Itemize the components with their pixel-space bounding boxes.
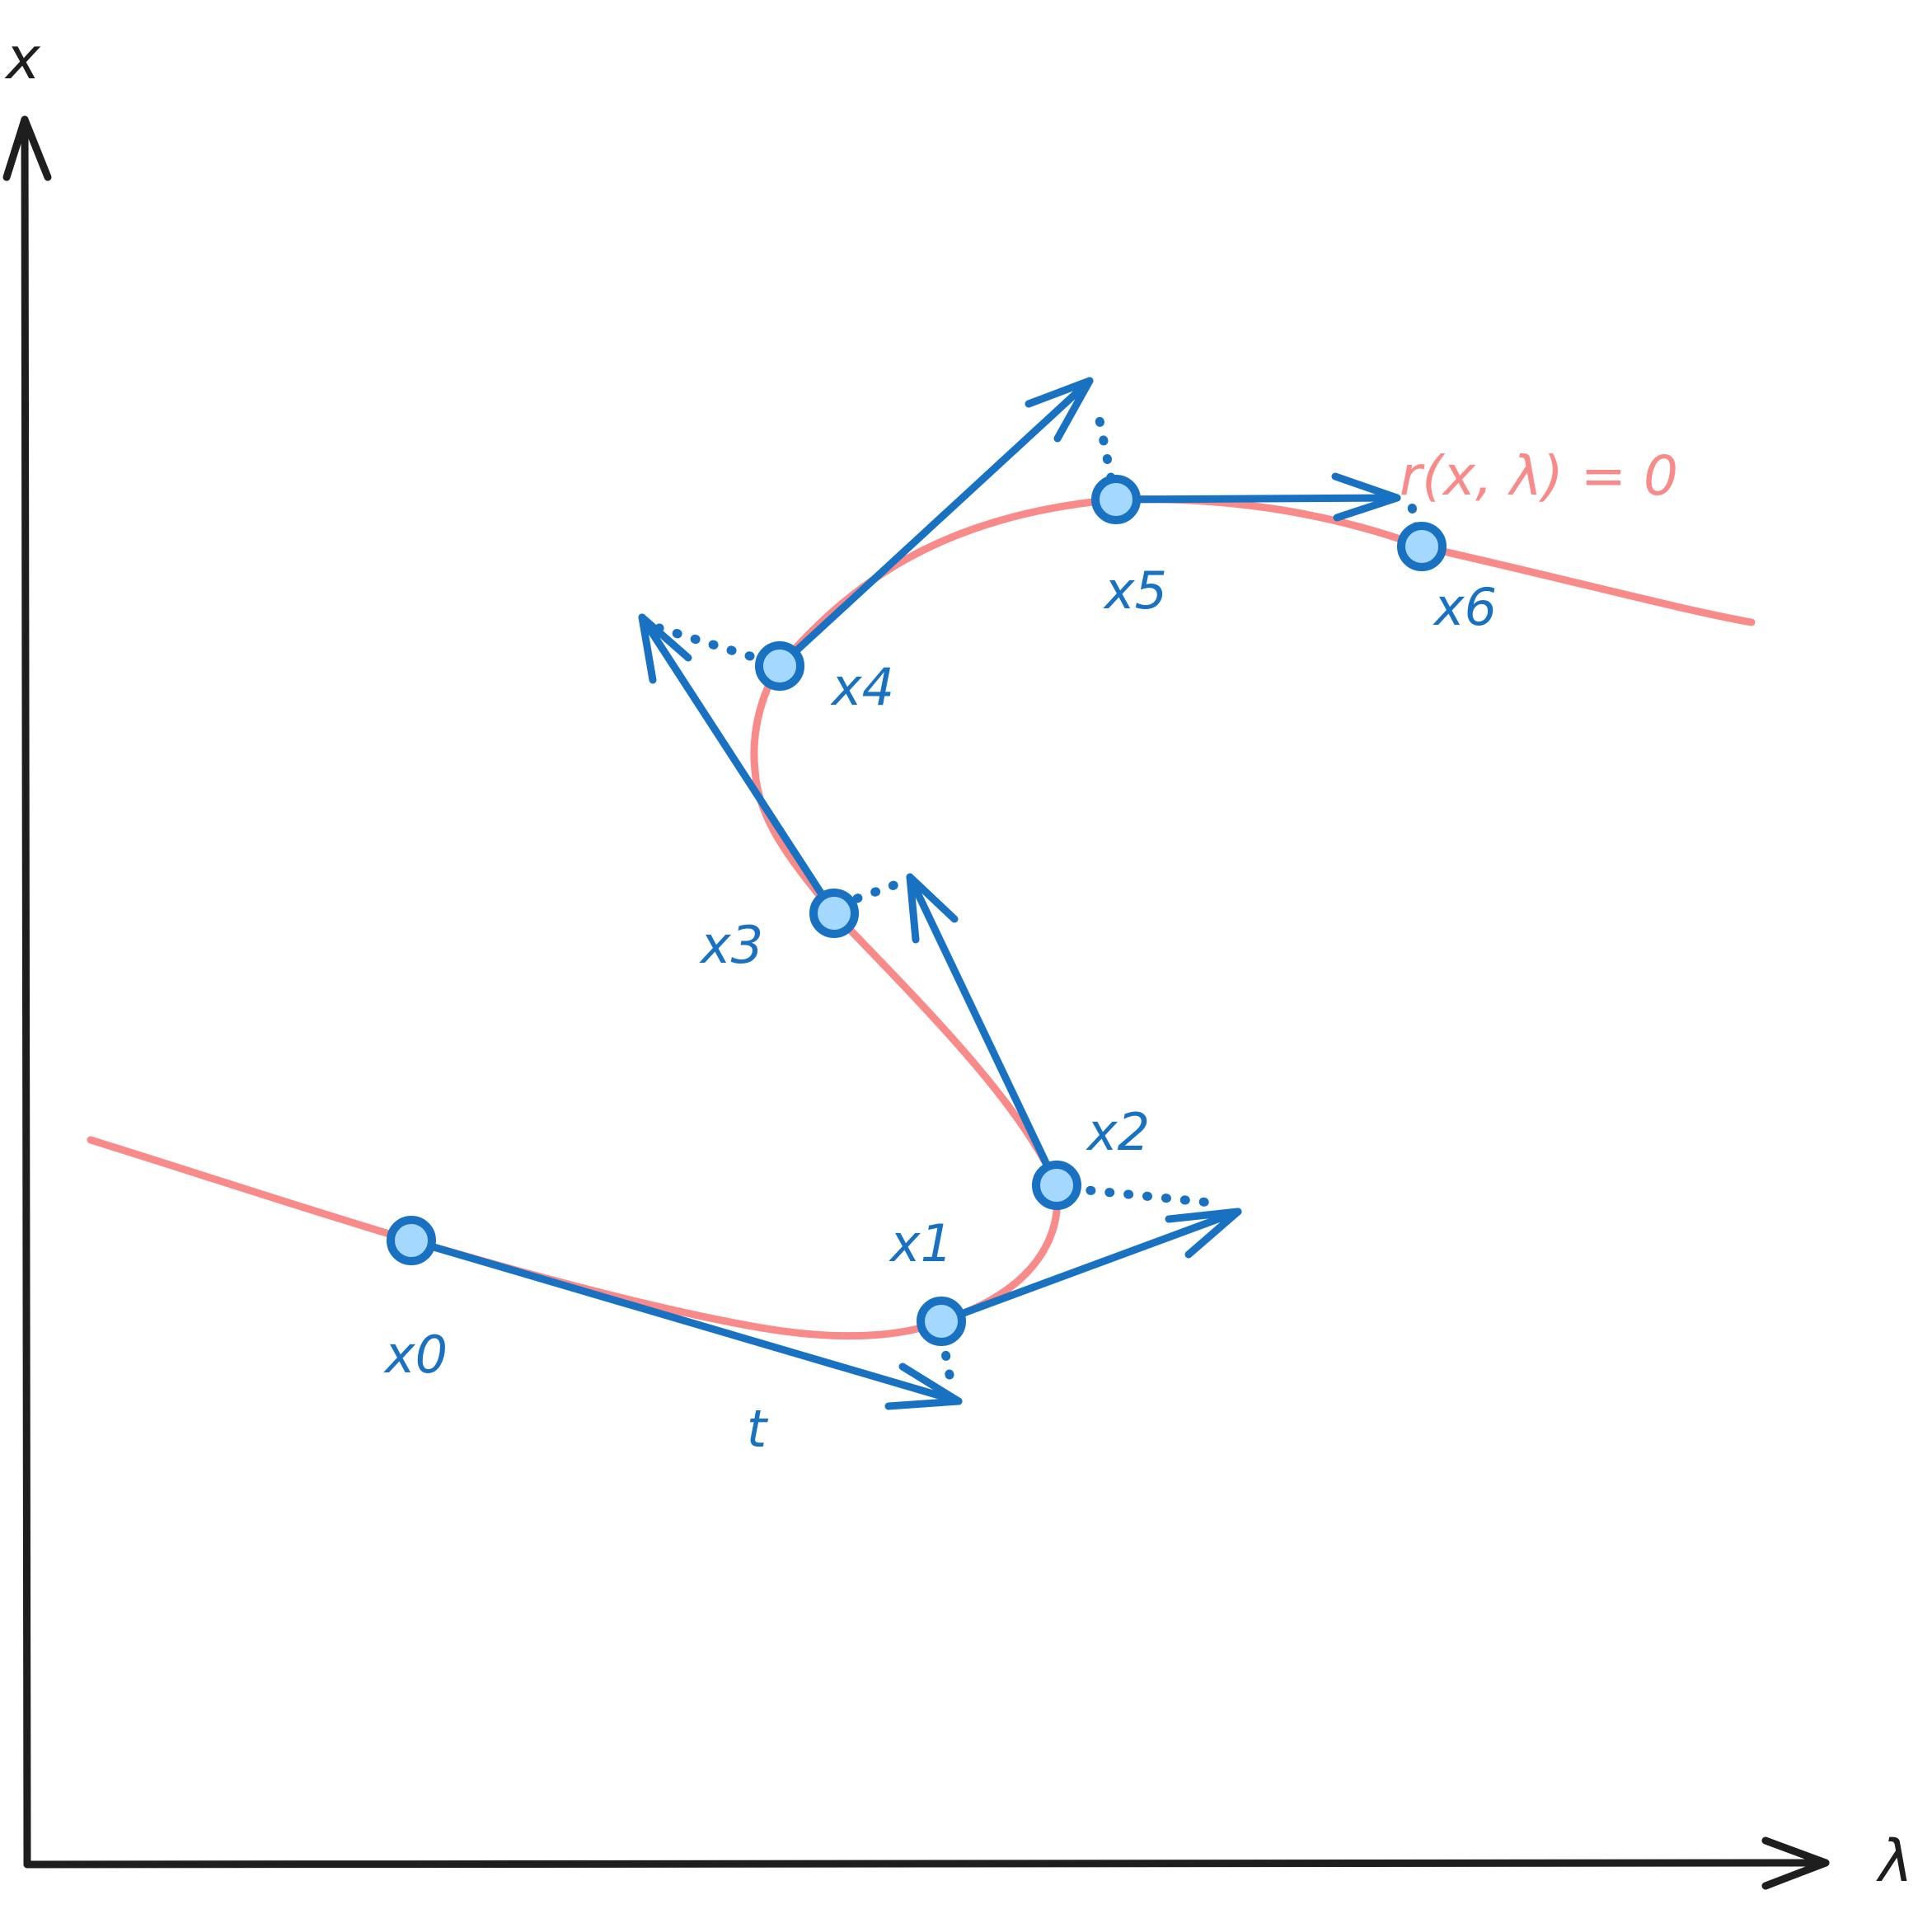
tangent-arrowhead-x4: [1025, 377, 1094, 443]
point-x3: [809, 889, 859, 938]
tangent-label: t: [747, 1399, 769, 1459]
tangent-arrow-x0: [407, 1236, 963, 1405]
corrector-steps: [654, 399, 1421, 1380]
point-x2: [1032, 1161, 1081, 1210]
label-x0: x0: [383, 1325, 448, 1385]
y-axis-line: [21, 115, 31, 1869]
tangent-arrows: [407, 377, 1401, 1410]
point-x1: [917, 1297, 966, 1346]
label-x3: x3: [699, 915, 763, 975]
tangent-arrowhead-x5: [1331, 472, 1401, 522]
point-x0: [387, 1216, 436, 1265]
corrector-x2: [1067, 1184, 1223, 1208]
x-axis-arrowhead: [1761, 1836, 1830, 1890]
tangent-arrowhead-x1: [1165, 1208, 1242, 1259]
point-x4: [755, 641, 804, 691]
tangent-arrow-x4: [776, 377, 1094, 670]
tangent-arrowhead-x0: [884, 1363, 963, 1410]
tangent-arrow-x2: [906, 873, 1061, 1189]
point-labels: x0 x1 x2 x3 x4 x5 x6: [383, 560, 1497, 1385]
point-x5: [1091, 475, 1141, 524]
curve-label: r(x, λ) = 0: [1400, 444, 1678, 508]
label-x6: x6: [1433, 577, 1497, 637]
axes: [2, 115, 1830, 1890]
corrector-x3: [852, 879, 903, 903]
y-axis-label: x: [4, 25, 40, 92]
solution-points: [387, 475, 1447, 1346]
corrector-x4: [654, 623, 755, 661]
tangent-arrowhead-x2: [906, 873, 959, 944]
x-axis-label: λ: [1875, 1827, 1912, 1895]
y-axis-arrowhead: [2, 115, 52, 181]
tangent-arrow-x1: [937, 1208, 1242, 1325]
label-x4: x4: [830, 657, 894, 717]
corrector-x5: [1091, 399, 1116, 483]
label-x2: x2: [1086, 1102, 1150, 1162]
x-axis-line: [23, 1859, 1830, 1869]
solution-curve: [87, 495, 1756, 1340]
point-x6: [1397, 522, 1447, 571]
tangent-arrow-x3: [638, 613, 838, 917]
label-x1: x1: [889, 1213, 953, 1273]
label-x5: x5: [1103, 560, 1167, 621]
tangent-arrowhead-x3: [638, 613, 692, 684]
tangent-arrow-x5: [1112, 494, 1401, 504]
